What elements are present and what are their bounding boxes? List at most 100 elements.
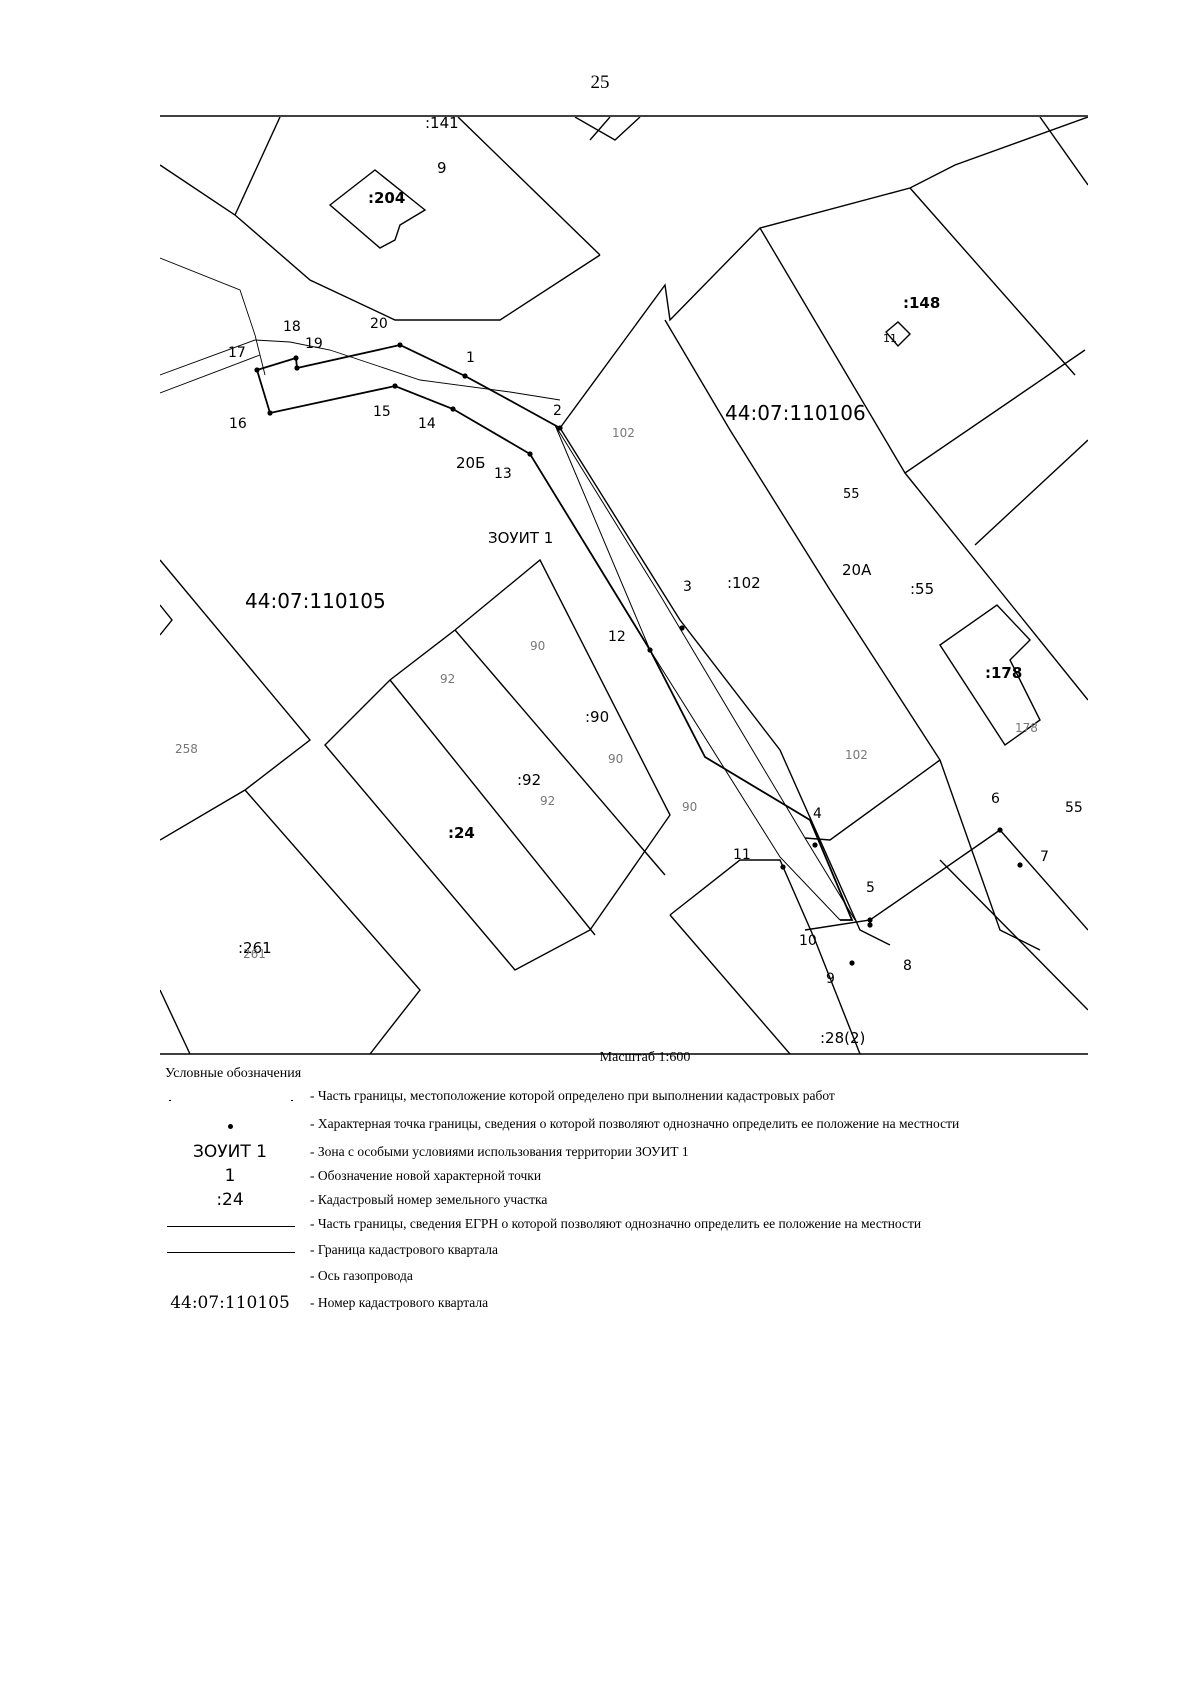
building-outline [328, 169, 427, 249]
point-marker [997, 827, 1003, 833]
point-marker [397, 342, 403, 348]
characteristic-points [254, 342, 1023, 966]
legend-symbol-gas-axis [165, 1266, 295, 1290]
parcel-boundary [457, 117, 601, 256]
parcel-sublabel: 90 [682, 800, 697, 814]
page-number: 25 [590, 72, 610, 93]
legend-item: - Часть границы, сведения ЕГРН о которой… [165, 1214, 1085, 1238]
parcel-boundary [244, 789, 421, 1054]
parcel-boundary [999, 829, 1088, 931]
point-marker [294, 365, 300, 371]
point-marker [867, 917, 873, 923]
point-label: 1 [466, 350, 475, 366]
legend-symbol-parcel-number: :24 [216, 1190, 244, 1210]
parcel-label: :55 [910, 580, 934, 598]
parcel-boundary [559, 427, 891, 946]
point-marker [293, 355, 299, 361]
parcel-boundary [1039, 117, 1088, 186]
gas-pipeline-axis [554, 424, 841, 921]
building-outline [939, 604, 1041, 746]
legend-text: - Зона с особыми условиями использования… [310, 1144, 689, 1159]
parcel-boundary [389, 679, 596, 936]
legend-text: - Обозначение новой характерной точки [310, 1168, 542, 1183]
parcel-boundary [160, 989, 191, 1054]
parcel-boundary [909, 187, 1076, 376]
parcel-boundary [669, 914, 791, 1054]
parcel-boundary [574, 117, 641, 141]
parcel-boundary [160, 604, 173, 636]
legend-item: ЗОУИТ 1 - Зона с особыми условиями испол… [165, 1142, 1085, 1166]
legend-item: :24 - Кадастровый номер земельного участ… [165, 1190, 1085, 1214]
parcel-boundary [559, 117, 1088, 429]
legend-symbol-quarter-number: 44:07:110105 [170, 1293, 290, 1313]
point-marker [647, 647, 653, 653]
parcel-sublabel: 258 [175, 742, 198, 756]
point-marker [679, 625, 685, 631]
parcel-sublabel: 102 [612, 426, 635, 440]
point-label: 12 [608, 629, 626, 645]
parcel-label: :102 [727, 574, 761, 592]
parcel-boundary [759, 227, 1086, 474]
parcel-sublabel: 92 [440, 672, 455, 686]
parcel-boundary [974, 439, 1088, 546]
legend-item: 44:07:110105 - Номер кадастрового кварта… [165, 1293, 1085, 1317]
point-label: 2 [553, 403, 562, 419]
scale-label: Масштаб 1:600 [599, 1050, 691, 1065]
point-marker [392, 383, 398, 389]
parcel-sublabel: 102 [845, 748, 868, 762]
parcel-sublabel: 178 [1015, 721, 1038, 735]
legend-symbol-dash-line [165, 1086, 295, 1110]
parcel-label: :141 [425, 114, 459, 132]
legend-symbol-point-number: 1 [224, 1166, 236, 1186]
point-label: 20 [370, 316, 388, 332]
legend-text: - Кадастровый номер земельного участка [310, 1192, 548, 1207]
legend-text: - Часть границы, сведения ЕГРН о которой… [310, 1216, 922, 1231]
parcel-boundary [589, 117, 611, 141]
legend-item: - Граница кадастрового квартала [165, 1240, 1085, 1264]
point-label: 19 [305, 336, 323, 352]
legend-symbol-quarter-boundary [165, 1240, 295, 1264]
zone-label: ЗОУИТ 1 [488, 529, 553, 547]
point-marker [462, 373, 468, 379]
gas-pipeline-axis [554, 424, 856, 921]
quarter-label: 44:07:110106 [725, 401, 866, 425]
point-label: 13 [494, 466, 512, 482]
point-marker [267, 410, 273, 416]
point-marker [450, 406, 456, 412]
thin-line [160, 339, 561, 401]
parcel-label: :261 [238, 939, 272, 957]
parcel-boundary [324, 558, 671, 971]
point-label: 3 [683, 579, 692, 595]
point-label: 4 [813, 806, 822, 822]
thin-line [160, 354, 261, 394]
point-label: 17 [228, 345, 246, 361]
building-number: 11 [883, 332, 897, 345]
legend-text: - Часть границы, местоположение которой … [310, 1088, 835, 1103]
parcel-boundary [160, 559, 312, 841]
point-marker [780, 864, 786, 870]
house-number: 20Б [456, 454, 485, 472]
point-label: 10 [799, 933, 817, 949]
point-label: 16 [229, 416, 247, 432]
point-label: 15 [373, 404, 391, 420]
legend-text: - Граница кадастрового квартала [310, 1242, 498, 1257]
new-boundary [255, 357, 854, 921]
parcel-label: :28(2) [820, 1029, 865, 1047]
parcel-sublabel: 90 [530, 639, 545, 653]
cadastral-map: 44:07:110105 44:07:110106 ЗОУИТ 1 :141 :… [160, 114, 1088, 1055]
legend-item: 1 - Обозначение новой характерной точки [165, 1166, 1085, 1190]
legend-text: - Номер кадастрового квартала [310, 1295, 489, 1310]
point-label: 7 [1040, 849, 1049, 865]
parcel-label: :148 [903, 294, 940, 312]
legend-text: - Характерная точка границы, сведения о … [310, 1116, 960, 1131]
point-marker [527, 451, 533, 457]
parcel-label: :24 [448, 824, 475, 842]
point-label: 6 [991, 791, 1000, 807]
legend-symbol-solid-line [165, 1214, 295, 1238]
parcel-sublabel: 92 [540, 794, 555, 808]
parcel-boundary [234, 117, 281, 216]
point-label: 8 [903, 958, 912, 974]
legend-item: - Ось газопровода [165, 1266, 1085, 1290]
parcel-boundary [804, 759, 941, 841]
point-marker [254, 367, 260, 373]
